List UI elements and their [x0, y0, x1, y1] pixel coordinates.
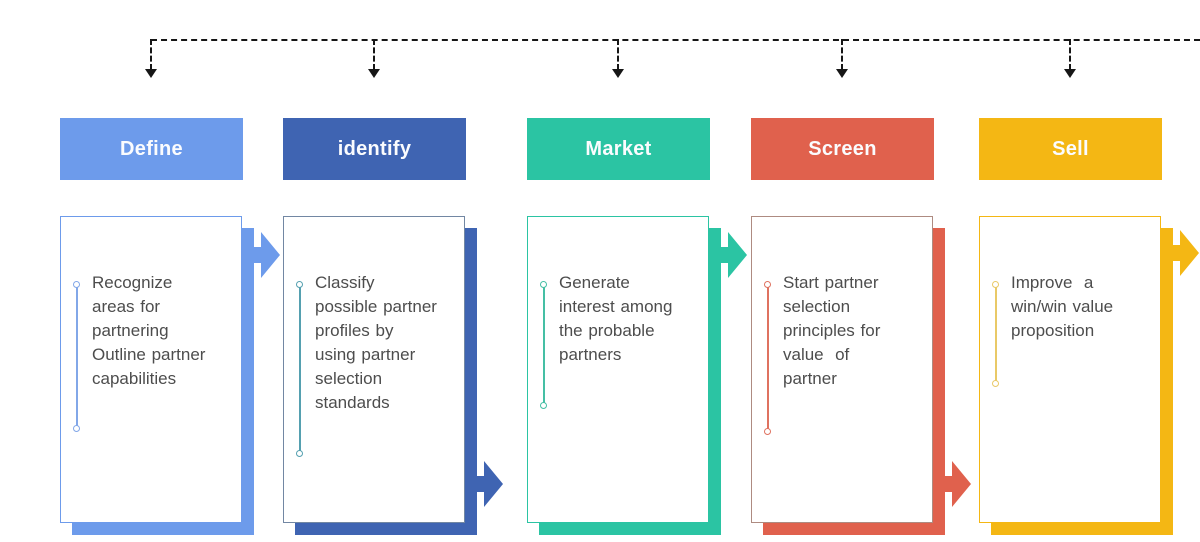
- step-title: Sell: [1052, 137, 1089, 160]
- connector-drop-line: [1069, 39, 1071, 70]
- timeline-marker: [73, 281, 81, 432]
- arrow-down-icon: [836, 69, 848, 78]
- step-column-market: Market Generate interest among the proba…: [527, 39, 747, 538]
- arrow-right-icon: [711, 232, 747, 278]
- step-card-market: Generate interest among the probable par…: [527, 216, 709, 523]
- arrow-right-icon: [467, 461, 503, 507]
- arrow-down-icon: [612, 69, 624, 78]
- timeline-marker: [764, 281, 772, 435]
- timeline-marker: [540, 281, 548, 409]
- step-column-identify: identify Classify possible partner profi…: [283, 39, 503, 538]
- step-title: Screen: [808, 137, 877, 160]
- step-header-screen: Screen: [751, 118, 934, 180]
- connector-drop-line: [150, 39, 152, 70]
- step-title: Market: [585, 137, 652, 160]
- step-header-identify: identify: [283, 118, 466, 180]
- step-card-define: Recognize areas for partnering Outline p…: [60, 216, 242, 523]
- timeline-marker: [296, 281, 304, 457]
- step-title: identify: [337, 137, 412, 160]
- step-description: Improve a win/win value proposition: [1011, 273, 1114, 340]
- connector-drop-line: [373, 39, 375, 70]
- step-title: Define: [120, 137, 183, 160]
- step-description: Start partner selection principles for v…: [783, 273, 881, 388]
- arrow-down-icon: [368, 69, 380, 78]
- step-description: Classify possible partner profiles by us…: [315, 273, 437, 412]
- arrow-down-icon: [1064, 69, 1076, 78]
- step-header-define: Define: [60, 118, 243, 180]
- step-column-define: Define Recognize areas for partnering Ou…: [60, 39, 280, 538]
- step-header-market: Market: [527, 118, 710, 180]
- arrow-right-icon: [1163, 230, 1199, 276]
- step-description: Generate interest among the probable par…: [559, 273, 673, 364]
- connector-drop-line: [617, 39, 619, 70]
- arrow-right-icon: [244, 232, 280, 278]
- step-column-sell: Sell Improve a win/win value proposition: [979, 39, 1199, 538]
- step-card-screen: Start partner selection principles for v…: [751, 216, 933, 523]
- connector-drop-line: [841, 39, 843, 70]
- connector-dashed-line: [151, 39, 1200, 41]
- step-card-identify: Classify possible partner profiles by us…: [283, 216, 465, 523]
- arrow-right-icon: [935, 461, 971, 507]
- step-description: Recognize areas for partnering Outline p…: [92, 273, 206, 388]
- timeline-marker: [992, 281, 1000, 387]
- step-header-sell: Sell: [979, 118, 1162, 180]
- step-card-sell: Improve a win/win value proposition: [979, 216, 1161, 523]
- step-column-screen: Screen Start partner selection principle…: [751, 39, 971, 538]
- arrow-down-icon: [145, 69, 157, 78]
